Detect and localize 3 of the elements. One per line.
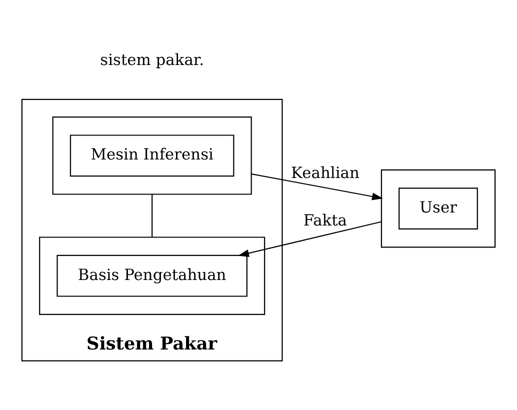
edge-label: Fakta [303,211,348,230]
label: sistem pakar. [100,50,204,69]
edge-label: Keahlian [291,164,360,182]
